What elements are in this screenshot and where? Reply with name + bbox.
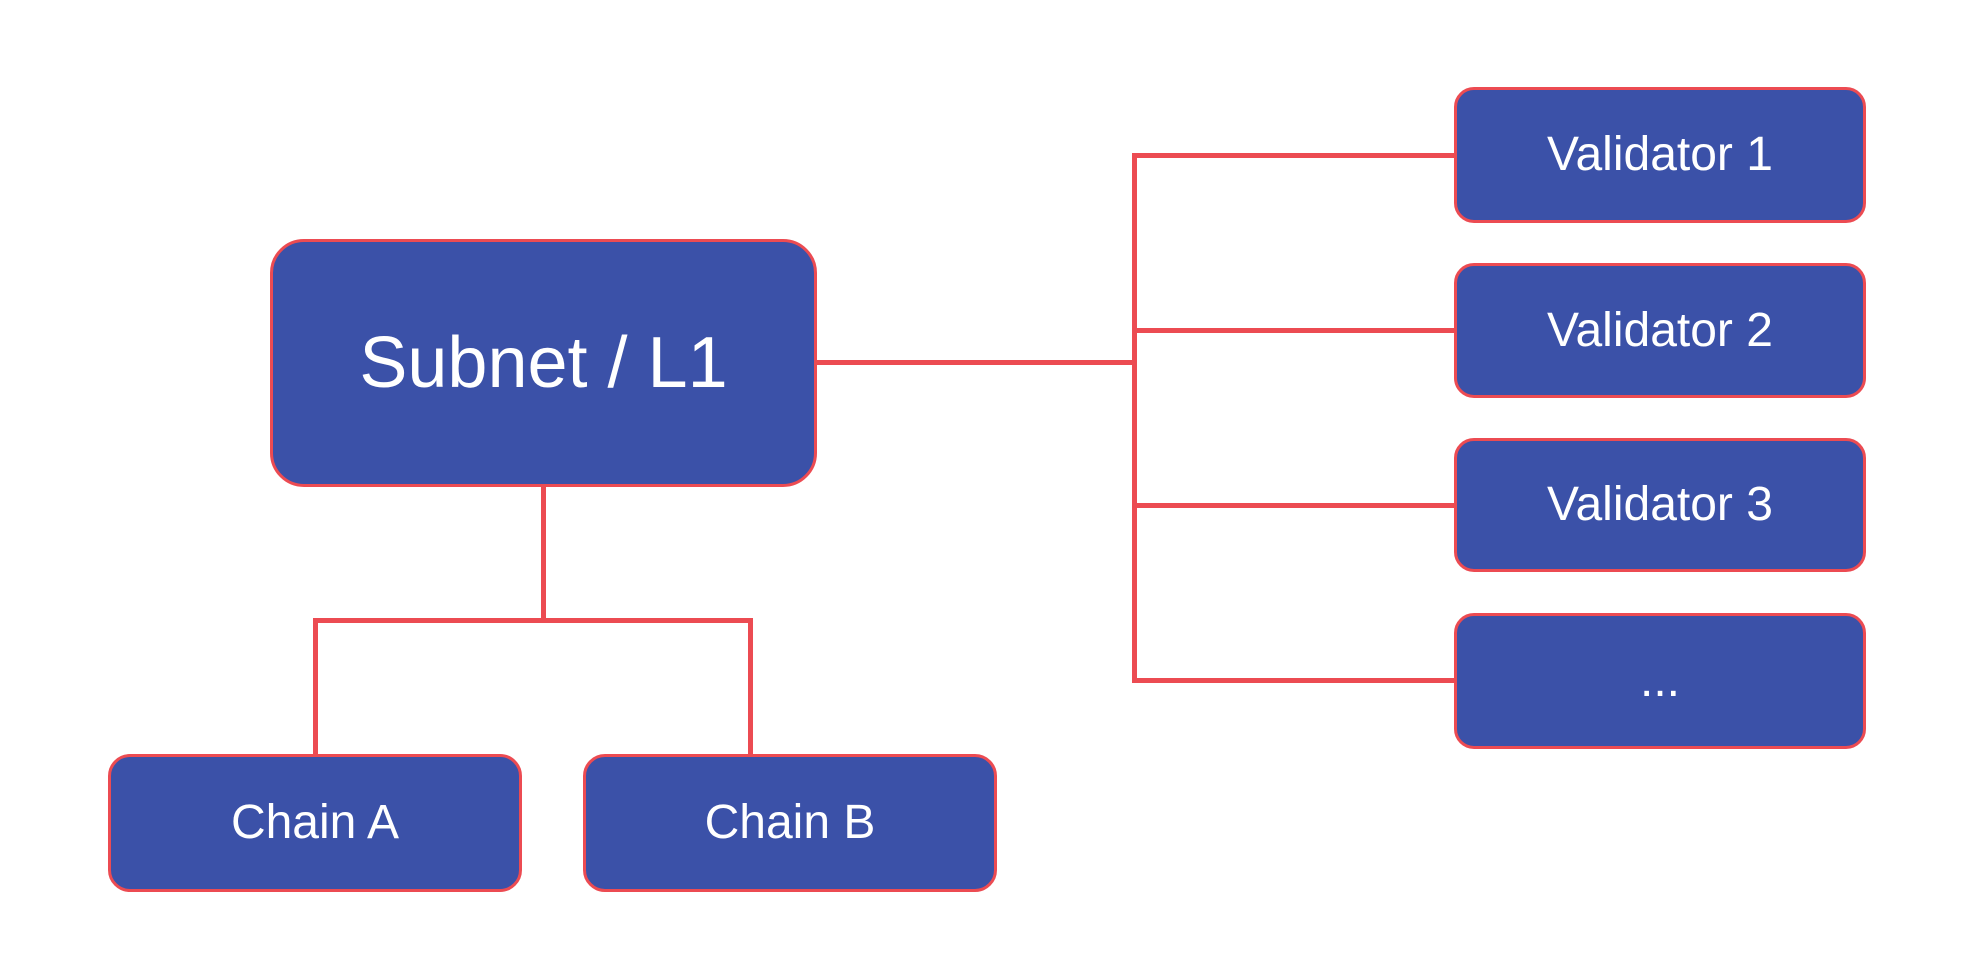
validator-more-label: ... xyxy=(1639,654,1680,707)
validator-more-node: ... xyxy=(1454,613,1866,749)
validator-3-label: Validator 3 xyxy=(1547,478,1773,531)
connector-trunk-to-validator-1 xyxy=(1134,153,1456,158)
connector-trunk-to-validator-3 xyxy=(1134,503,1456,508)
validator-2-label: Validator 2 xyxy=(1547,303,1773,357)
chain-b-node: Chain B xyxy=(583,754,997,892)
connector-branch-to-chain-b xyxy=(748,620,753,756)
chain-a-label: Chain A xyxy=(230,796,400,849)
chain-a-node: Chain A xyxy=(108,754,522,892)
chain-b-label: Chain B xyxy=(704,796,876,849)
subnet-l1-label: Subnet / L1 xyxy=(359,323,728,403)
connector-subnet-to-chains xyxy=(541,486,546,622)
validator-2-node: Validator 2 xyxy=(1454,263,1866,398)
subnet-l1-node: Subnet / L1 xyxy=(270,239,817,487)
connector-trunk-to-validator-2 xyxy=(1134,328,1456,333)
validator-1-node: Validator 1 xyxy=(1454,87,1866,223)
connector-validator-trunk xyxy=(1132,153,1137,683)
connector-trunk-to-validator-more xyxy=(1134,678,1456,683)
connector-chains-branch-bar xyxy=(313,618,753,623)
connector-branch-to-chain-a xyxy=(313,620,318,756)
validator-3-node: Validator 3 xyxy=(1454,438,1866,572)
validator-1-label: Validator 1 xyxy=(1547,128,1773,181)
connector-subnet-to-trunk xyxy=(815,360,1137,365)
